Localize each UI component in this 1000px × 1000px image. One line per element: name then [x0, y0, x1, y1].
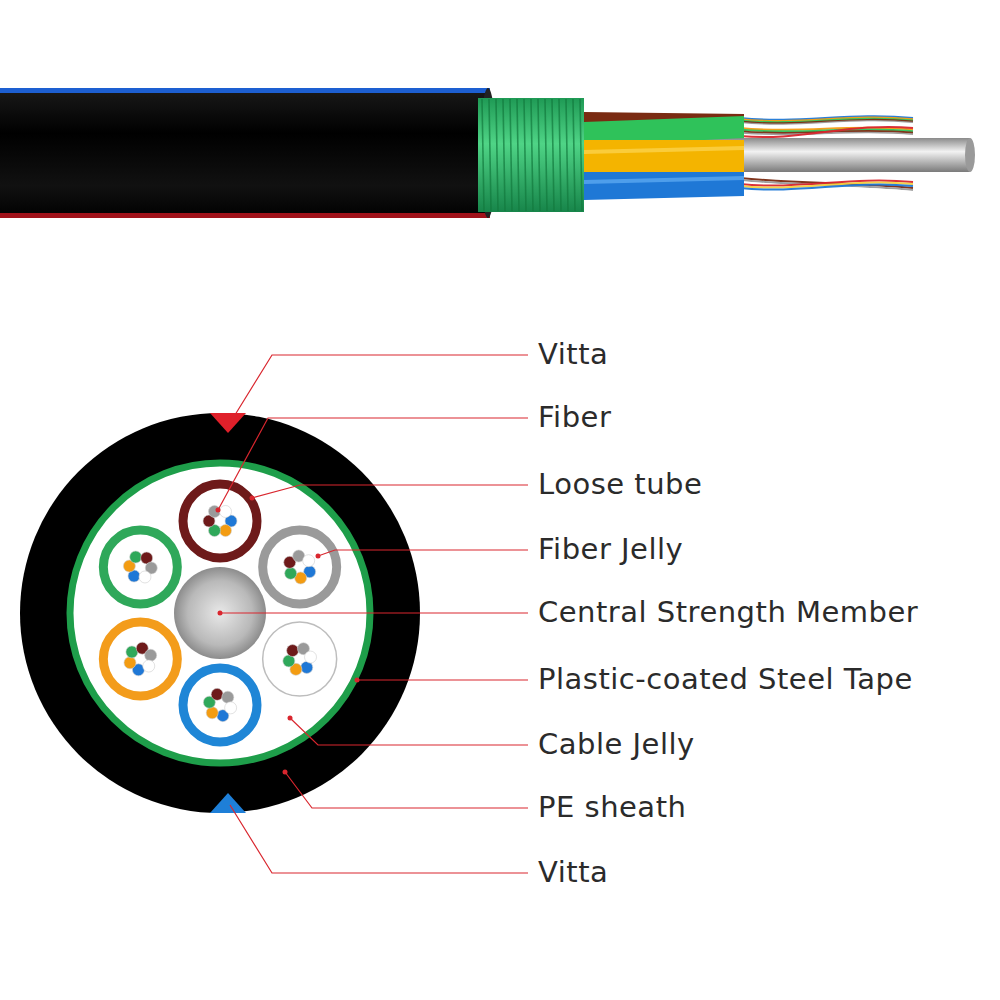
part-label: Fiber Jelly — [538, 529, 683, 569]
part-label: Vitta — [538, 852, 608, 892]
part-label: Central Strength Member — [538, 592, 918, 632]
part-label: Cable Jelly — [538, 724, 695, 764]
part-label: PE sheath — [538, 787, 686, 827]
vitta-blue — [210, 793, 246, 813]
cable-side-view — [0, 88, 975, 218]
part-label: Vitta — [538, 334, 608, 374]
part-label: Fiber — [538, 397, 611, 437]
part-label: Loose tube — [538, 464, 702, 504]
leader-dots — [216, 496, 360, 775]
leader-lines — [218, 355, 528, 873]
part-label: Plastic-coated Steel Tape — [538, 659, 913, 699]
vitta-red — [210, 413, 246, 433]
